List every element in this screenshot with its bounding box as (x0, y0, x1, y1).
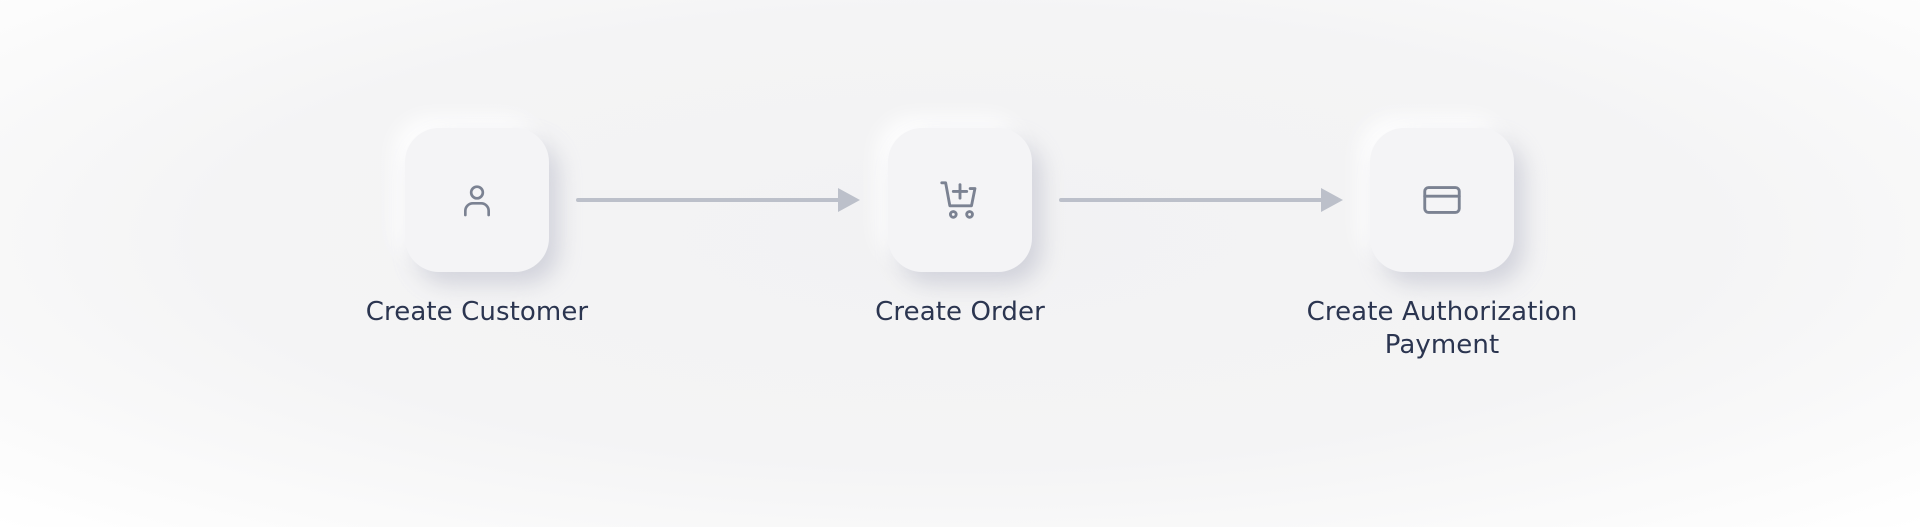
step-create-authorization-payment: Create Authorization Payment (1292, 128, 1592, 362)
step-tile (1370, 128, 1514, 272)
connector-line (576, 198, 840, 202)
connector-arrow (576, 188, 860, 212)
step-label: Create Customer (365, 297, 589, 327)
arrow-head-icon (1321, 188, 1343, 212)
credit-card-icon (1419, 177, 1465, 223)
cart-add-icon (937, 177, 983, 223)
step-create-customer: Create Customer (327, 128, 627, 329)
step-label: Create Authorization Payment (1306, 297, 1578, 360)
step-tile (888, 128, 1032, 272)
step-label: Create Order (875, 297, 1045, 327)
step-tile (405, 128, 549, 272)
connector-arrow (1059, 188, 1343, 212)
connector-line (1059, 198, 1323, 202)
arrow-head-icon (838, 188, 860, 212)
step-create-order: Create Order (810, 128, 1110, 329)
user-icon (457, 180, 497, 220)
